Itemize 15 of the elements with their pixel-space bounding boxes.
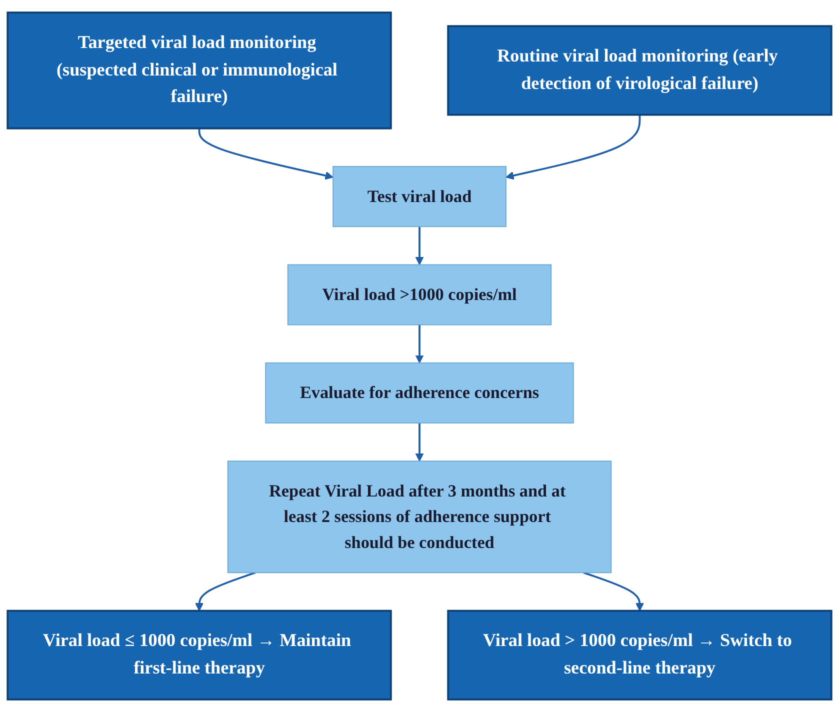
arrow bbox=[506, 114, 641, 180]
node-box: Viral load ≤ 1000 copies/ml → Maintain first-line therapy bbox=[6, 610, 392, 700]
arrow bbox=[198, 128, 334, 180]
node-box: Targeted viral load monitoring (suspected clinical or immunological failure) bbox=[6, 12, 392, 130]
arrow bbox=[415, 422, 424, 462]
node-box: Evaluate for adherence concerns bbox=[265, 362, 574, 424]
node-box: Viral load > 1000 copies/ml → Switch to second-line therapy bbox=[447, 610, 832, 700]
node-box: Viral load >1000 copies/ml bbox=[287, 264, 552, 326]
node-box: Routine viral load monitoring (early detection of virological failure) bbox=[447, 25, 832, 116]
arrow bbox=[195, 572, 256, 612]
node-box: Test viral load bbox=[332, 166, 506, 228]
arrow bbox=[583, 572, 644, 612]
arrow bbox=[415, 324, 424, 364]
node-box: Repeat Viral Load after 3 months and at least 2 sessions of adherence support should be conducted bbox=[227, 460, 612, 574]
arrow bbox=[415, 226, 424, 266]
